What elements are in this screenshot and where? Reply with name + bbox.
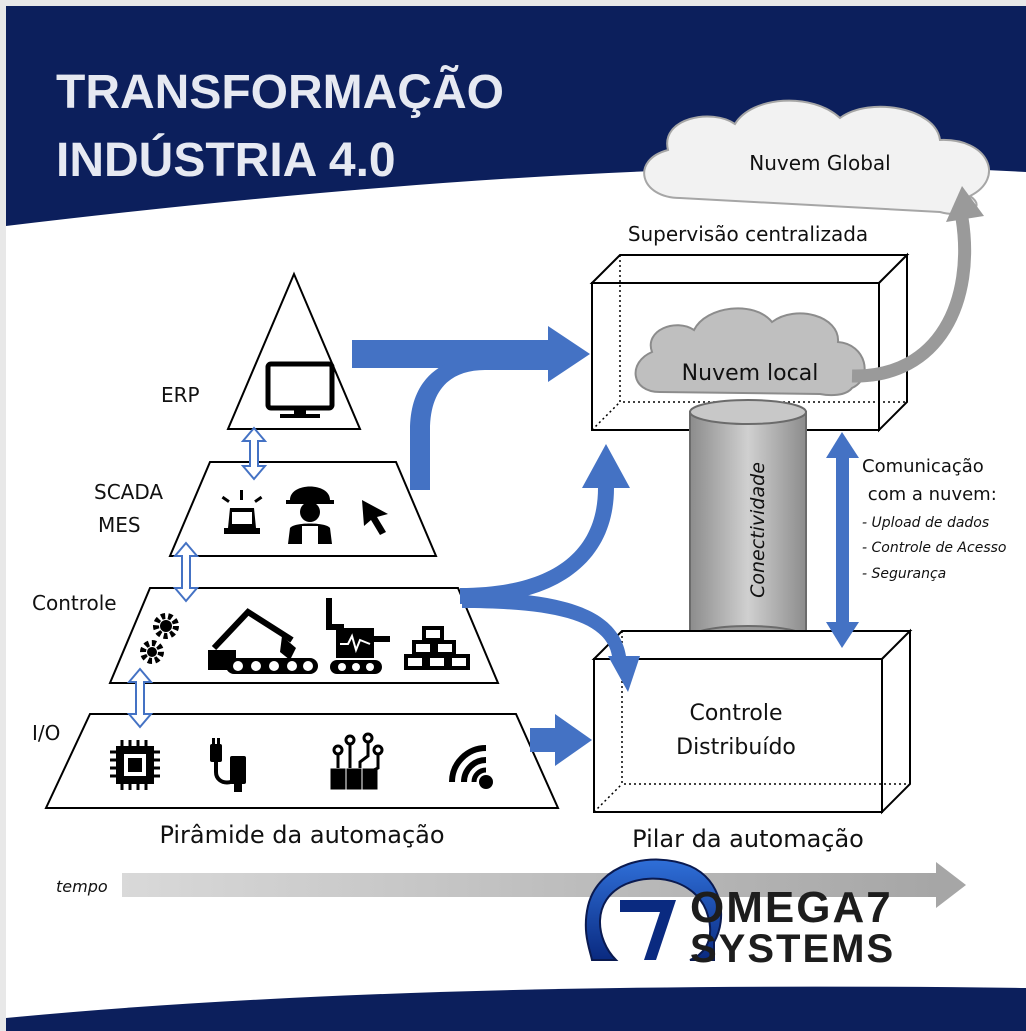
supervision-label: Supervisão centralizada — [628, 222, 868, 246]
chip-icon — [110, 740, 160, 790]
communication-line-1: Comunicação — [862, 456, 984, 477]
connectivity-label: Conectividade — [747, 462, 769, 598]
robot-arm-icon — [326, 598, 390, 674]
alarm-siren-icon — [221, 490, 263, 534]
level-connectors — [126, 426, 268, 729]
footer-band — [6, 986, 1026, 1031]
header-band — [6, 6, 1026, 226]
label-erp: ERP — [161, 383, 200, 407]
communication-arrow — [826, 432, 859, 648]
gears-icon — [140, 613, 179, 664]
connectivity-cylinder: Conectividade — [689, 399, 807, 651]
label-io: I/O — [32, 721, 60, 745]
distributed-control-box: Controle Distribuído — [591, 628, 913, 815]
local-cloud: Nuvem local — [634, 307, 866, 397]
communication-item-access: - Controle de Acesso — [862, 540, 1006, 556]
cursor-icon — [362, 500, 388, 535]
communication-line-2: com a nuvem: — [862, 484, 997, 505]
control-to-supervision-arrow — [460, 444, 630, 604]
blue-flow-arrows — [352, 326, 640, 766]
communication-text: Comunicação com a nuvem: - Upload de dad… — [862, 456, 1006, 582]
communication-item-upload: - Upload de dados — [862, 515, 989, 531]
pyramid-caption: Pirâmide da automação — [159, 821, 444, 849]
title-line-1: TRANSFORMAÇÃO — [56, 64, 504, 119]
omega7-logo: OMEGA7 SYSTEMS — [584, 858, 895, 971]
pyramid-level-erp — [226, 271, 362, 430]
scada-to-supervision-arrow — [410, 356, 548, 490]
control-to-distributed-arrow — [462, 592, 640, 692]
pyramid-level-io — [44, 713, 560, 809]
cable-icon — [210, 738, 246, 792]
pyramid-level-control — [108, 587, 500, 684]
monitor-icon — [265, 361, 335, 418]
logo-line-2: SYSTEMS — [690, 927, 895, 971]
circuit-icon — [330, 732, 384, 790]
timeline-arrow: tempo — [56, 862, 966, 908]
control-io-arrow — [126, 667, 154, 729]
logo-line-1: OMEGA7 — [690, 883, 893, 932]
wireless-icon — [449, 745, 493, 789]
label-mes: MES — [98, 513, 141, 537]
scada-control-arrow — [172, 541, 200, 603]
label-scada: SCADA — [94, 480, 163, 504]
distributed-control-line-1: Controle — [689, 701, 782, 726]
bricks-icon — [404, 626, 470, 670]
communication-item-security: - Segurança — [862, 566, 946, 582]
pillar-caption: Pilar da automação — [632, 825, 864, 853]
local-cloud-label: Nuvem local — [682, 361, 819, 386]
cloud-sync-arrow — [851, 186, 984, 383]
io-to-distributed-arrow — [530, 714, 592, 766]
excavator-conveyor-icon — [208, 608, 318, 674]
timeline-label: tempo — [56, 877, 108, 896]
global-cloud-label: Nuvem Global — [749, 151, 890, 175]
title-line-2: INDÚSTRIA 4.0 — [56, 132, 396, 187]
global-cloud: Nuvem Global — [643, 99, 990, 216]
worker-icon — [286, 486, 334, 544]
distributed-control-line-2: Distribuído — [676, 735, 796, 760]
erp-scada-arrow — [240, 426, 268, 481]
label-controle: Controle — [32, 591, 117, 615]
